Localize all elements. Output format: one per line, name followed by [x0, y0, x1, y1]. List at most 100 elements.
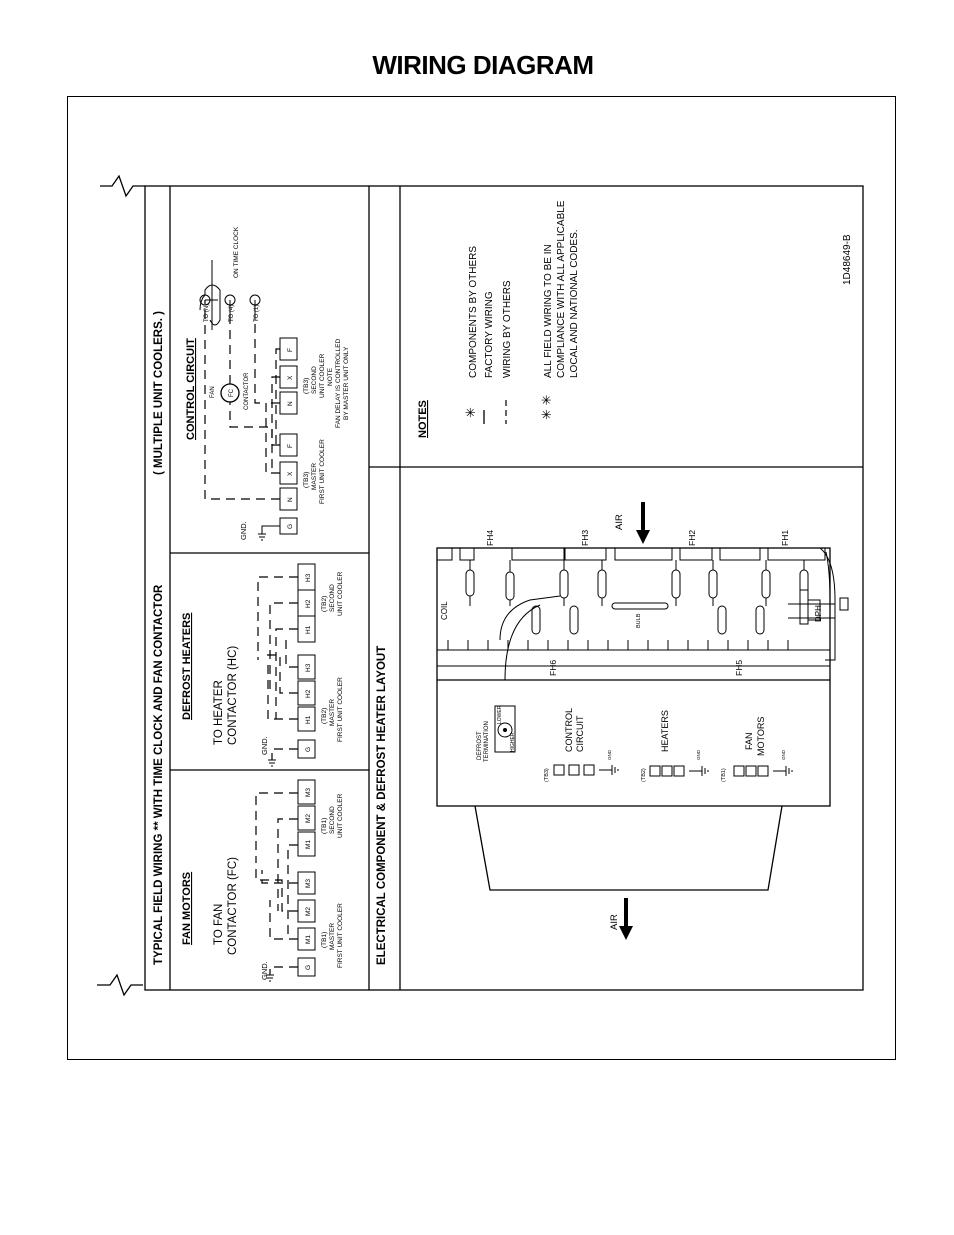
- heater-second-h3: H3: [305, 573, 312, 582]
- control-second-terminal-strip: N X F: [279, 337, 298, 415]
- control-master-label: MASTER: [311, 463, 318, 490]
- bulb-label: BULB: [636, 613, 642, 628]
- coil-body: [436, 547, 831, 807]
- unit-housing: [474, 805, 783, 891]
- heater-fh3: FH3: [580, 530, 590, 546]
- control-master-first: FIRST UNIT COOLER: [319, 439, 326, 504]
- control-circuit-2: CIRCUIT: [575, 715, 585, 752]
- diagram-frame: [67, 96, 896, 1060]
- heater-second-h2: H2: [305, 599, 312, 608]
- fan-contactor-line1: TO FAN: [213, 904, 225, 945]
- tb2-label: (TB2): [641, 768, 647, 782]
- notes-item4-line1: ALL FIELD WIRING TO BE IN: [543, 244, 554, 378]
- fan-label: FAN: [210, 386, 216, 398]
- fan-contactor-line2: CONTACTOR (FC): [227, 857, 239, 955]
- layout-section-title: ELECTRICAL COMPONENT & DEFROST HEATER LA…: [376, 646, 388, 965]
- air-arrow-bottom: [619, 898, 633, 940]
- to-4-label: TO (4): [229, 305, 235, 322]
- tb3-label: (TB3): [544, 768, 550, 782]
- notes-item4-line3: LOCAL AND NATIONAL CODES.: [569, 229, 580, 378]
- control-circuit-1: CONTROL: [564, 708, 574, 752]
- dph-label: DPH: [814, 605, 823, 622]
- fan-terminal-g: G: [305, 965, 312, 970]
- control-note-line2: BY MASTER UNIT ONLY: [343, 346, 350, 420]
- heater-terminal-g: G: [305, 747, 312, 752]
- control-note-line1: FAN DELAY IS CONTROLLED: [335, 338, 342, 428]
- fan-master-first: FIRST UNIT COOLER: [337, 903, 344, 968]
- fan-terminal-m1: M1: [305, 935, 312, 944]
- heater-terminal-h1: H1: [305, 715, 312, 724]
- fan-terminal-m2: M2: [305, 907, 312, 916]
- control-second-unit: UNIT COOLER: [319, 353, 326, 398]
- fc-label: FC: [229, 388, 235, 397]
- fan-second-m1: M1: [305, 840, 312, 849]
- heater-master-terminal-strip: G H1 H2 H3: [297, 654, 316, 759]
- heater-master-first: FIRST UNIT COOLER: [337, 677, 344, 742]
- drawing-number: 1D48649-B: [842, 234, 853, 285]
- heater-terminal-h3: H3: [305, 663, 312, 672]
- fan-motors-heading: FAN MOTORS: [181, 872, 193, 945]
- break-mark-top: [100, 174, 145, 198]
- control-terminal-g: G: [287, 524, 294, 529]
- defrost-termination-2: TERMINATION: [484, 721, 490, 762]
- control-gnd-label: GND.: [239, 521, 248, 540]
- notes-item1-symbol: ✳: [463, 407, 478, 418]
- defrost-termination-1: DEFROST: [477, 731, 483, 760]
- gnd-tb2: GND: [696, 749, 701, 760]
- fan-second-m2: M2: [305, 814, 312, 823]
- defrost-termination-dial: [497, 722, 513, 738]
- heater-elements-top: [465, 569, 809, 601]
- fan-second-tb: (TB1): [321, 818, 328, 834]
- fan-master-terminal-strip: G M1 M2 M3: [297, 871, 316, 977]
- control-master-tb: (TB3): [303, 472, 310, 488]
- contactor-label: CONTACTOR: [244, 372, 250, 410]
- fan-gnd-label: GND.: [260, 961, 269, 980]
- heater-second-label: SECOND: [329, 584, 336, 612]
- coil-label: COIL: [440, 601, 449, 620]
- drawing-border: [144, 185, 864, 991]
- control-terminal-f: F: [287, 444, 294, 448]
- fan-master-label: MASTER: [329, 923, 336, 950]
- break-mark-bottom: [97, 973, 143, 997]
- notes-item3: WIRING BY OTHERS: [502, 280, 513, 378]
- notes-item1: COMPONENTS BY OTHERS: [468, 246, 479, 378]
- fan-terminal-m3: M3: [305, 879, 312, 888]
- page-title: WIRING DIAGRAM: [372, 50, 594, 80]
- to-1-label: TO (1): [254, 305, 260, 322]
- field-wiring-title: TYPICAL FIELD WIRING ** WITH TIME CLOCK …: [153, 584, 165, 965]
- heater-gnd-label: GND.: [260, 736, 269, 755]
- heater-fh1: FH1: [780, 530, 790, 546]
- coil-lower-tubes: [447, 640, 789, 650]
- fan-master-tb: (TB1): [321, 932, 328, 948]
- control-second-label: SECOND: [311, 366, 318, 394]
- control-second-x: X: [287, 375, 294, 380]
- air-arrow-top: [636, 502, 650, 544]
- fan-second-terminal-strip: M1 M2 M3: [297, 779, 316, 857]
- heater-second-unit: UNIT COOLER: [337, 571, 344, 616]
- heater-elements-lower: [531, 605, 765, 635]
- gnd-tb3: GND: [607, 749, 612, 760]
- air-label-bottom: AIR: [609, 914, 620, 930]
- heater-second-h1: H1: [305, 625, 312, 634]
- control-second-f: F: [287, 348, 294, 352]
- fan-second-unit: UNIT COOLER: [337, 793, 344, 838]
- to-n-label: TO (N): [204, 304, 210, 322]
- heater-master-tb: (TB2): [321, 708, 328, 724]
- heater-fh4: FH4: [485, 530, 495, 546]
- heater-fh5: FH5: [734, 660, 744, 676]
- control-note-head: NOTE: [327, 367, 334, 386]
- gnd-tb1: GND: [781, 749, 786, 760]
- heater-contactor-line2: CONTACTOR (HC): [227, 646, 239, 745]
- notes-item2: FACTORY WIRING: [484, 291, 495, 378]
- tb1-label: (TB1): [721, 768, 727, 782]
- control-terminal-n: N: [287, 497, 294, 502]
- heaters-label: HEATERS: [660, 710, 670, 752]
- defrost-bulb: [611, 602, 669, 610]
- control-circuit-heading: CONTROL CIRCUIT: [185, 338, 197, 440]
- heater-fh6: FH6: [548, 660, 558, 676]
- fan-motors-label-2: MOTORS: [756, 717, 766, 756]
- heater-master-label: MASTER: [329, 699, 336, 726]
- notes-heading: NOTES: [417, 400, 429, 438]
- drain-pan-heater: [788, 589, 849, 625]
- heater-second-tb: (TB2): [321, 596, 328, 612]
